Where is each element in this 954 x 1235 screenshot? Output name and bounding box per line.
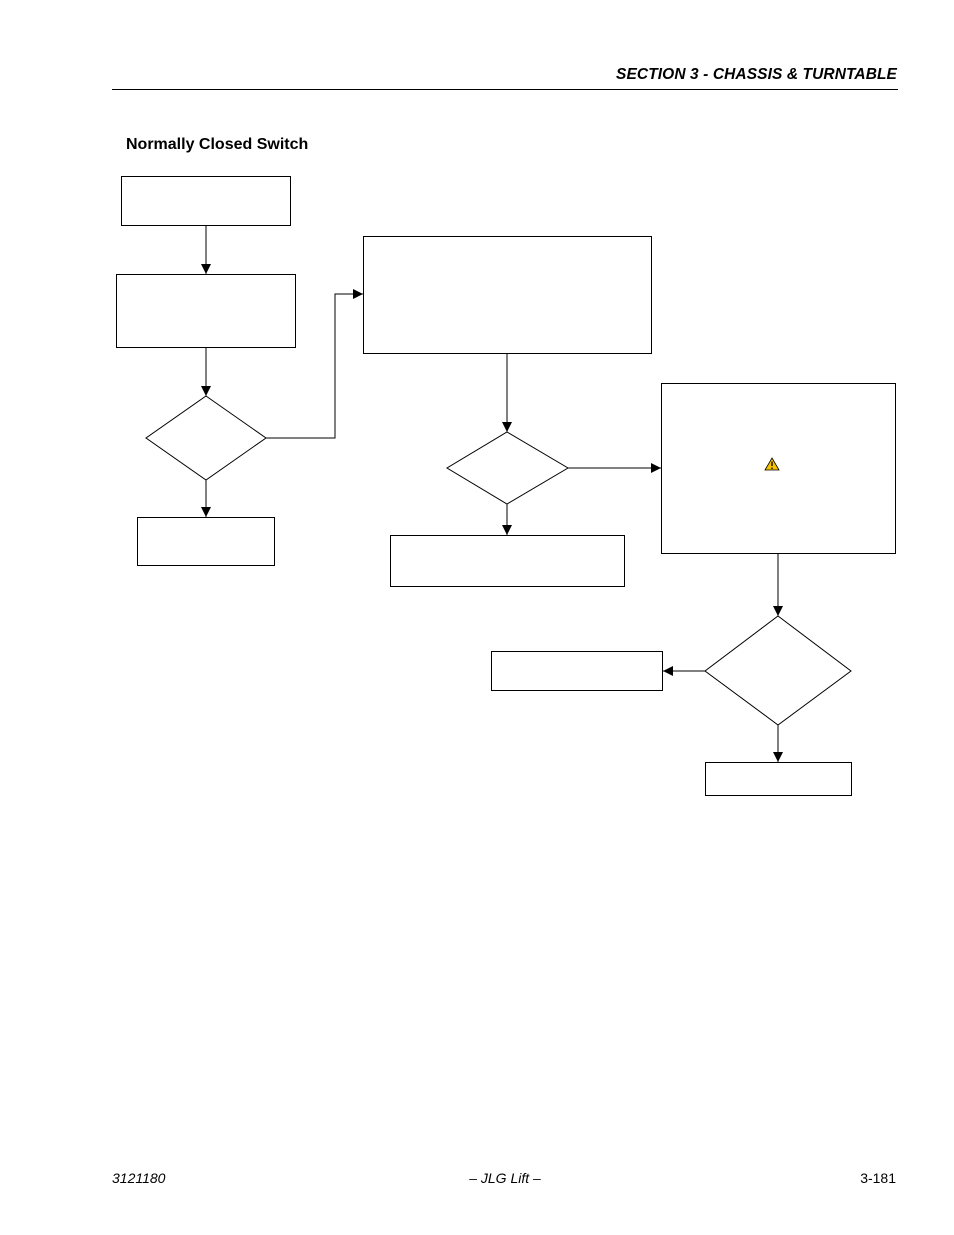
process-box-1 [116,274,296,348]
section-heading: Normally Closed Switch [126,136,309,153]
header-divider [112,89,898,90]
connector-decision-1-right [266,289,363,439]
process-box-2 [363,236,652,354]
decision-diamond-2 [446,431,569,505]
result-box-bottom [705,762,852,796]
decision-diamond-3 [704,615,852,726]
result-box-side [491,651,663,691]
section-title: SECTION 3 - CHASSIS & TURNTABLE [616,66,897,83]
page-number: 3-181 [860,1170,896,1186]
warning-icon [764,457,780,471]
decision-diamond-1 [145,395,267,481]
publisher-label: – JLG Lift – [469,1170,541,1186]
result-box-left [137,517,275,566]
start-box [121,176,291,226]
document-number: 3121180 [112,1170,166,1186]
result-box-middle [390,535,625,587]
